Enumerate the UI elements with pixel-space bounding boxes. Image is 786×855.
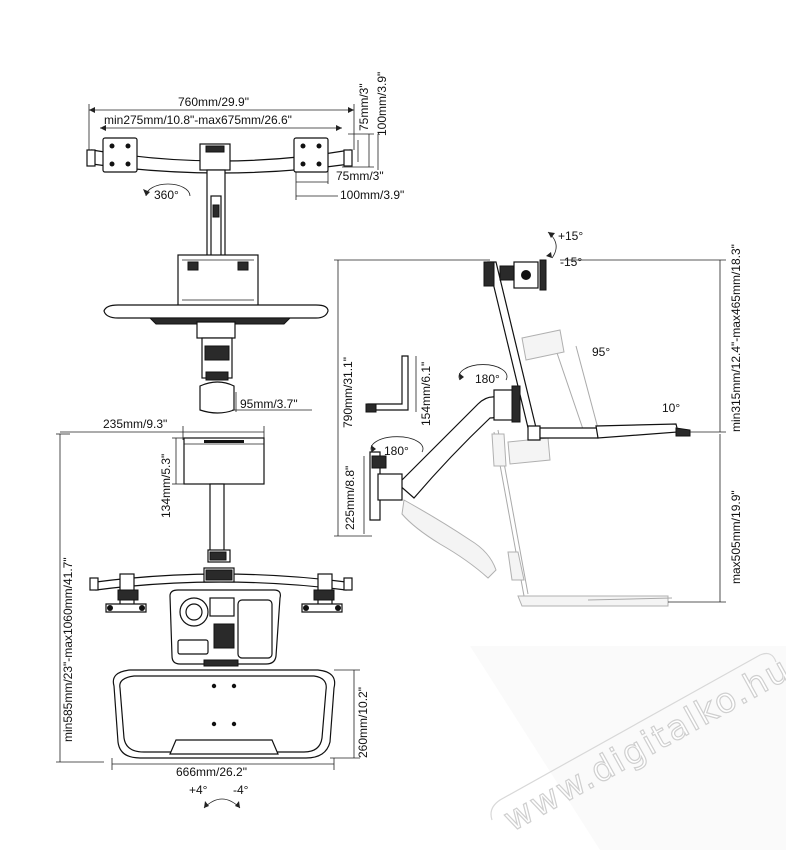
- dim-line-clamp-depth: [232, 392, 312, 412]
- label-lower-range: max505mm/19.9": [729, 490, 743, 584]
- label-angle-10: 10°: [662, 401, 680, 415]
- label-upper-range: min315mm/12.4"-max465mm/18.3": [729, 244, 743, 432]
- label-tilt-minus-15: -15°: [560, 255, 582, 269]
- label-tilt-plus-15: +15°: [558, 229, 583, 243]
- top-keyboard-tray: [103, 304, 329, 325]
- label-angle-95: 95°: [592, 345, 610, 359]
- label-bracket-height: 154mm/6.1": [419, 362, 433, 426]
- dim-line-lower-range: [668, 434, 726, 603]
- dim-line-tray-height: [172, 437, 184, 485]
- tilt-arc-symbol: [203, 798, 241, 809]
- label-height-range: min585mm/23"-max1060mm/41.7": [61, 557, 75, 742]
- side-gas-arm: [397, 385, 521, 499]
- watermark: www.digitalko.hu: [470, 646, 786, 850]
- front-keyboard-tray: [112, 669, 336, 759]
- front-left-vesa-mount: [105, 573, 147, 613]
- label-vesa-range: min275mm/10.8"-max675mm/26.6": [104, 113, 292, 127]
- rotation-180-base-symbol: [370, 436, 424, 453]
- side-base: [369, 451, 403, 521]
- front-view: 235mm/9.3" 134mm/5.3" min585mm/23"-max10…: [56, 417, 370, 809]
- label-rotation-360: 360°: [154, 188, 179, 202]
- dim-line-keyboard-depth: [330, 669, 360, 759]
- label-tray-height: 134mm/5.3": [159, 454, 173, 518]
- side-bracket: [365, 355, 409, 413]
- label-clamp-depth: 95mm/3.7": [240, 397, 298, 411]
- top-tray-box: [177, 254, 259, 308]
- label-rotation-180-arm: 180°: [475, 372, 500, 386]
- label-rotation-180-base: 180°: [384, 444, 409, 458]
- label-keyboard-depth: 260mm/10.2": [356, 687, 370, 758]
- front-pole: [207, 483, 231, 563]
- dim-line-total-width: [88, 104, 355, 150]
- dim-line-keyboard-width: [111, 758, 335, 770]
- label-tray-width: 235mm/9.3": [103, 417, 167, 431]
- top-view: 760mm/29.9" min275mm/10.8"-max675mm/26.6…: [86, 72, 404, 414]
- label-tilt-plus: +4°: [189, 783, 208, 797]
- front-tray-box: [183, 437, 265, 485]
- label-vesa-75-horizontal: 75mm/3": [336, 169, 384, 183]
- dim-line-side-total-height: [334, 259, 490, 537]
- dim-line-vesa-vertical: [342, 133, 379, 170]
- dim-line-vesa-range: [100, 125, 342, 131]
- rotation-180-arm-symbol: [458, 364, 508, 381]
- label-tilt-minus: -4°: [233, 783, 249, 797]
- label-vesa-100-horizontal: 100mm/3.9": [340, 188, 404, 202]
- front-accessory-tray: [169, 589, 281, 667]
- rotation-360-symbol: [143, 183, 191, 197]
- front-right-vesa-mount: [301, 573, 343, 613]
- label-vesa-100-vertical: 100mm/3.9": [375, 72, 389, 136]
- side-keyboard-tray: [527, 423, 691, 441]
- label-vesa-75-vertical: 75mm/3": [357, 83, 371, 131]
- label-side-total-height: 790mm/31.1": [341, 357, 355, 428]
- dim-line-upper-range: [560, 259, 726, 433]
- label-total-width: 760mm/29.9": [178, 95, 249, 109]
- front-monitor-bar: [89, 567, 353, 613]
- side-ghost-positions: [401, 329, 673, 607]
- top-monitor-bar: [86, 137, 353, 174]
- side-monitor-head: [499, 259, 547, 291]
- dim-line-height-range: [56, 433, 104, 763]
- dim-line-vesa-horizontal: [295, 170, 338, 200]
- tilt-15-symbol: [546, 231, 557, 259]
- side-view: +15° -15° 154mm/6.1": [334, 229, 743, 607]
- label-keyboard-width: 666mm/26.2": [176, 765, 247, 779]
- top-clamp: [196, 321, 236, 414]
- label-base-height: 225mm/8.8": [343, 466, 357, 530]
